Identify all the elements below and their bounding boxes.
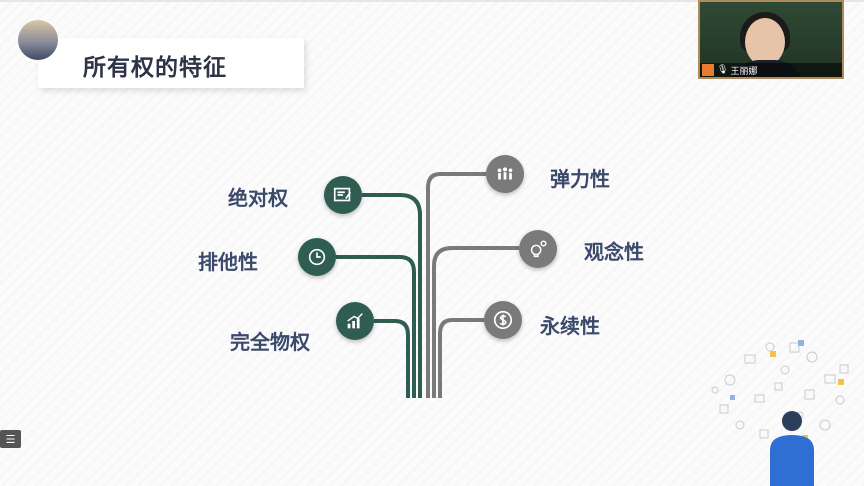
webcam-name-bar: 🎙 王丽娜: [700, 63, 842, 77]
title-decoration-circle: [18, 20, 58, 60]
branch-line-grey-2: [432, 246, 519, 398]
list-icon[interactable]: ☰: [0, 430, 21, 448]
label-elasticity: 弹力性: [550, 167, 610, 191]
slide-title: 所有权的特征: [83, 55, 227, 81]
label-perpetuity: 永续性: [540, 314, 600, 338]
branch-line-green-2: [336, 255, 416, 398]
idea-gear-icon: [519, 230, 557, 268]
label-complete-property: 完全物权: [230, 330, 310, 354]
title-card: 所有权的特征: [38, 38, 304, 88]
top-divider: [0, 0, 864, 2]
microphone-icon[interactable]: 🎙: [717, 65, 729, 75]
chart-up-icon: [336, 302, 374, 340]
label-absolute-right: 绝对权: [228, 186, 288, 210]
clock-icon: [298, 238, 336, 276]
certificate-icon: [324, 176, 362, 214]
dollar-icon: [484, 301, 522, 339]
branch-line-grey-3: [438, 318, 484, 398]
branch-line-grey-1: [426, 172, 486, 398]
presenter-name: 王丽娜: [730, 66, 758, 77]
webcam-overlay: 🎙 王丽娜: [698, 0, 844, 79]
label-exclusivity: 排他性: [198, 250, 258, 274]
user-avatar-icon: [702, 64, 714, 76]
thinking-person-illustration: [711, 340, 849, 486]
branch-line-green-1: [362, 193, 422, 398]
label-conceptuality: 观念性: [584, 240, 644, 264]
group-icon: [486, 155, 524, 193]
branch-line-green-3: [374, 319, 410, 398]
presenter-face: [745, 18, 785, 66]
